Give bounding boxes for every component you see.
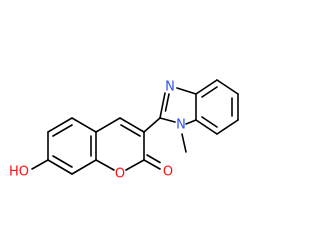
- structure-canvas: HO O O N N: [8, 79, 239, 182]
- bond: [216, 119, 239, 135]
- bond: [47, 159, 73, 175]
- double-bond-inner: [201, 116, 218, 128]
- bond: [95, 117, 121, 133]
- imidazole-ring: [159, 87, 197, 125]
- bond: [71, 159, 97, 175]
- bond: [125, 159, 145, 171]
- carbonyl-oxygen-label: O: [163, 165, 173, 180]
- carbonyl-bond: [143, 159, 161, 170]
- double-bond-inner: [52, 155, 73, 168]
- carbonyl-bond: [146, 154, 161, 164]
- bond: [119, 117, 145, 133]
- molecule-structure: HO O O N N: [9, 79, 239, 182]
- benzimidazole-benzene-ring: [195, 79, 239, 135]
- pyranone-ring: [95, 117, 161, 171]
- ring-oxygen-label: O: [115, 167, 125, 182]
- double-bond-inner: [52, 124, 73, 137]
- linker-bond: [143, 117, 161, 133]
- imine-nitrogen-label: N: [165, 80, 175, 95]
- bond: [71, 117, 97, 133]
- double-bond-inner: [120, 124, 141, 137]
- bond: [195, 79, 218, 95]
- bond: [216, 79, 239, 95]
- methyl-nitrogen-label: N: [176, 118, 186, 133]
- double-bond-inner: [164, 93, 170, 112]
- bond: [159, 92, 166, 119]
- bond: [159, 117, 176, 123]
- double-bond-inner: [201, 86, 218, 98]
- coumarin-benzene-ring: [47, 117, 97, 175]
- bond: [195, 119, 218, 135]
- bond: [176, 87, 197, 95]
- bond: [95, 159, 115, 171]
- bond: [185, 119, 197, 125]
- bond: [47, 117, 73, 133]
- hydroxyl-bond: [31, 159, 49, 170]
- hydroxyl-label: HO: [9, 165, 29, 180]
- methyl-bond: [181, 133, 187, 153]
